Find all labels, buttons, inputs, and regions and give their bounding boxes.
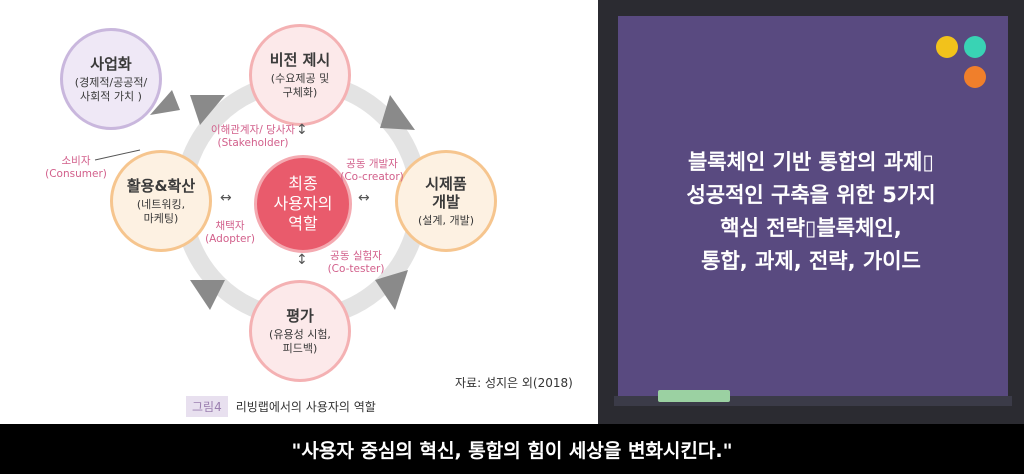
chalkboard-panel: 블록체인 기반 통합의 과제▯ 성공적인 구축을 위한 5가지 핵심 전략▯블록… <box>598 0 1024 424</box>
evaluation-sub: (유용성 시험, 피드백) <box>269 327 331 355</box>
figure-number: 그림4 <box>186 396 228 417</box>
board-line-3: 핵심 전략▯블록체인, <box>720 216 902 240</box>
board-line-2: 성공적인 구축을 위한 5가지 <box>686 183 936 207</box>
arrow-up-down-bottom: ↕ <box>296 252 308 268</box>
vision-sub: (수요제공 및 구체화) <box>270 71 330 99</box>
vision-title: 비전 제시 <box>269 50 331 69</box>
stakeholder-label: 이해관계자/ 당사자 (Stakeholder) <box>210 124 296 149</box>
consumer-label: 소비자 (Consumer) <box>45 155 107 180</box>
commercialize-arrow <box>150 90 180 115</box>
cycle-arrow-bottomright <box>375 270 408 310</box>
commercialization-sub: (경제적/공공적/ 사회적 가치 ) <box>74 75 148 103</box>
chalk-piece-green <box>658 390 730 402</box>
figure-title: 리빙랩에서의 사용자의 역할 <box>235 400 376 414</box>
orange-dot-icon <box>964 66 986 88</box>
commercialization-title: 사업화 <box>90 54 132 73</box>
arrow-left-right-left: ↔ <box>220 190 232 206</box>
arrow-up-down-top: ↕ <box>296 122 308 138</box>
cycle-arrow-bottomleft <box>190 280 225 310</box>
board-line-4: 통합, 과제, 전략, 가이드 <box>701 249 921 273</box>
arrow-left-right-right: ↔ <box>358 190 370 206</box>
prototype-title: 시제품 개발 <box>425 174 467 211</box>
evaluation-title: 평가 <box>286 306 314 325</box>
adopter-label: 채택자 (Adopter) <box>205 220 255 245</box>
figure-caption: 그림4 리빙랩에서의 사용자의 역할 <box>186 396 376 417</box>
user-role-node: 최종 사용자의 역할 <box>254 155 352 253</box>
diagram-panel: 비전 제시 (수요제공 및 구체화) 시제품 개발 (설계, 개발) 평가 (유… <box>0 0 598 424</box>
cycle-arrow-topright <box>380 95 415 130</box>
diffusion-sub: (네트워킹, 마케팅) <box>136 197 186 225</box>
cycle-arrow-topleft <box>190 95 225 125</box>
source-note: 자료: 성지은 외(2018) <box>455 376 573 390</box>
teal-dot-icon <box>964 36 986 58</box>
cotester-label: 공동 실험자 (Co-tester) <box>327 250 385 275</box>
commercialization-node: 사업화 (경제적/공공적/ 사회적 가치 ) <box>60 28 162 130</box>
prototype-sub: (설계, 개발) <box>417 213 475 227</box>
diffusion-node: 활용&확산 (네트워킹, 마케팅) <box>110 150 212 252</box>
subtitle-caption: "사용자 중심의 혁신, 통합의 힘이 세상을 변화시킨다." <box>0 424 1024 474</box>
diffusion-title: 활용&확산 <box>126 176 196 195</box>
board-line-1: 블록체인 기반 통합의 과제▯ <box>687 150 934 174</box>
vision-node: 비전 제시 (수요제공 및 구체화) <box>249 24 351 126</box>
evaluation-node: 평가 (유용성 시험, 피드백) <box>249 280 351 382</box>
chalkboard <box>618 16 1008 406</box>
yellow-dot-icon <box>936 36 958 58</box>
chalk-tray <box>614 396 1012 406</box>
cocreator-label: 공동 개발자 (Co-creator) <box>340 158 404 183</box>
prototype-node: 시제품 개발 (설계, 개발) <box>395 150 497 252</box>
user-role-text: 최종 사용자의 역할 <box>273 174 333 233</box>
